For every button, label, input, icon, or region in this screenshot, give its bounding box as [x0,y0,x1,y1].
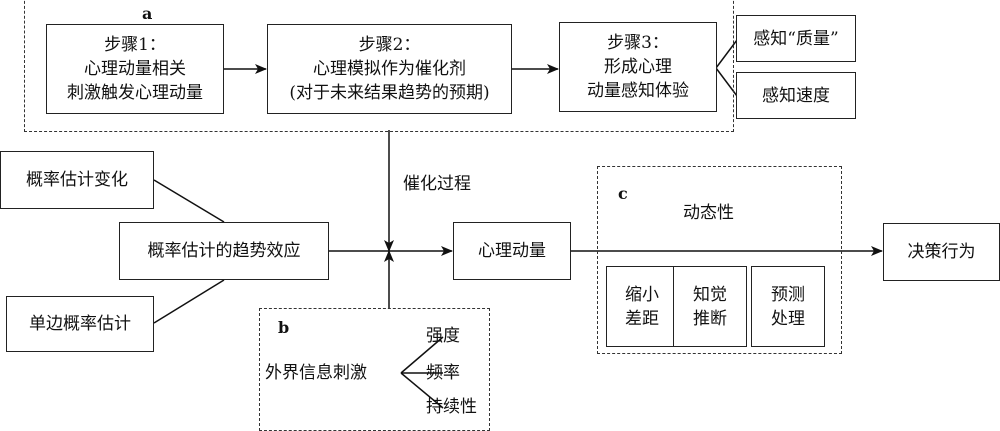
section-c-frame [597,166,842,354]
dynamics-item-predictive-processing: 预测 处理 [751,266,825,347]
step3-title: 步骤3： [607,33,669,53]
one-sided-box: 单边概率估计 [6,296,154,352]
step2-line1: 心理模拟作为催化剂 [312,59,466,79]
step3-line1: 形成心理 [604,57,672,77]
dynamics-title: 动态性 [683,203,734,223]
line-source-strength [400,336,444,374]
step1-title: 步骤1： [104,35,166,55]
step2-box: 步骤2： 心理模拟作为催化剂 (对于未来结果趋势的预期) [267,24,512,114]
step2-title: 步骤2： [358,35,421,55]
step1-box: 步骤1： 心理动量相关 刺激触发心理动量 [46,24,224,114]
section-a-letter: a [142,4,153,23]
perceive-quality-box: 感知“质量” [736,15,856,62]
dynamics-item-narrow-gap: 缩小 差距 [606,266,678,347]
item-line1: 知觉 [693,284,727,305]
attribute-duration: 持续性 [426,397,477,417]
section-c-letter: c [618,184,628,203]
catalysis-label: 催化过程 [403,174,471,194]
prob-change-box: 概率估计变化 [0,151,154,209]
step3-box: 步骤3： 形成心理 动量感知体验 [559,22,717,112]
attribute-strength: 强度 [426,326,460,346]
perceive-speed-box: 感知速度 [736,72,856,119]
item-line1: 预测 [771,284,805,305]
step3-line2: 动量感知体验 [587,81,689,101]
section-a-frame [24,0,734,132]
dynamics-item-perceptual-inference: 知觉 推断 [673,266,747,347]
momentum-box: 心理动量 [453,222,571,280]
trend-effect-box: 概率估计的趋势效应 [119,222,329,280]
stimulus-source: 外界信息刺激 [265,363,367,383]
step1-line2: 刺激触发心理动量 [67,83,203,103]
item-line2: 差距 [625,308,659,329]
line-onesided-trend [153,279,225,324]
decision-box: 决策行为 [883,223,1000,281]
attribute-frequency: 频率 [426,363,460,383]
item-line2: 处理 [771,308,805,329]
line-source-duration [400,372,444,409]
step1-line1: 心理动量相关 [84,59,186,79]
step2-line2: (对于未来结果趋势的预期) [289,83,490,103]
item-line2: 推断 [693,308,727,329]
section-b-letter: b [278,318,290,337]
line-probchange-trend [153,179,225,223]
item-line1: 缩小 [625,284,659,305]
